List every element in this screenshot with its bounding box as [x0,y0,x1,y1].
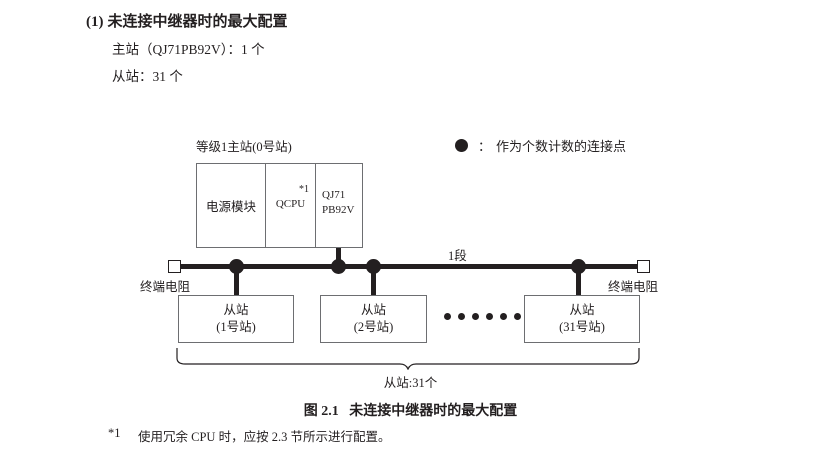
master-station-label: 等级1主站(0号站) [196,140,292,154]
ellipsis-dot [444,313,451,320]
terminator-left-icon [168,260,181,273]
legend-colon: ： [478,139,492,154]
qcpu-module: QCPU *1 [266,164,316,247]
profibus-trunk-line [176,264,638,269]
terminator-left-label: 终端电阻 [140,280,191,294]
drop-line-slave2 [371,266,376,296]
connection-node-master [331,259,346,274]
qcpu-module-label: QCPU [275,198,306,210]
ellipsis-dot [514,313,521,320]
slave-station-box: 从站 (2号站) [320,295,427,343]
qj71pb92v-module: QJ71 PB92V [316,164,362,247]
master-drop-line [336,248,341,267]
ellipsis-dot [486,313,493,320]
ellipsis-dot [500,313,507,320]
qcpu-footnote-marker: *1 [299,184,309,195]
power-supply-module: 电源模块 [197,164,266,247]
slave-ellipsis-icon [444,313,521,320]
drop-line-slave31 [576,266,581,296]
qj71pb92v-label-line1: QJ71 [322,189,346,201]
terminator-right-icon [637,260,650,273]
ellipsis-dot [472,313,479,320]
slave-station-name: 从站 [569,303,595,317]
footnote-text: 使用冗余 CPU 时，应按 2.3 节所示进行配置。 [138,430,391,444]
figure-caption-title: 未连接中继器时的最大配置 [349,404,518,419]
heading-detail-slave: 从站：31 个 [112,69,183,84]
heading-detail-master: 主站（QJ71PB92V）：1 个 [112,42,265,57]
segment-count-label: 1段 [448,249,467,263]
slave-station-box: 从站 (31号站) [524,295,640,343]
master-module-assembly: 电源模块 QCPU *1 QJ71 PB92V [196,163,363,248]
filled-circle-icon [455,139,468,152]
heading-number: (1) [86,14,104,30]
figure-caption: 图 2.1 未连接中继器时的最大配置 [0,400,821,420]
power-supply-module-label: 电源模块 [205,200,256,214]
slave-count-label: 从站:31个 [383,376,438,390]
footnote-marker: *1 [108,426,121,440]
slave-station-name: 从站 [360,303,386,317]
slave-count-brace [176,348,640,370]
drop-line-slave1 [234,266,239,296]
legend-label: 作为个数计数的连接点 [496,139,627,154]
heading-block: (1) 未连接中继器时的最大配置 主站（QJ71PB92V）：1 个 从站：31… [86,10,686,85]
heading-title: 未连接中继器时的最大配置 [107,14,288,30]
heading-title-row: (1) 未连接中继器时的最大配置 [86,10,686,31]
ellipsis-dot [458,313,465,320]
slave-station-number: (31号站) [559,320,605,334]
slave-station-name: 从站 [223,303,249,317]
figure-caption-number: 图 2.1 [303,404,339,419]
slave-station-number: (2号站) [353,320,394,334]
legend: ： 作为个数计数的连接点 [455,136,626,155]
qj71pb92v-label-line2: PB92V [322,204,355,216]
terminator-right-label: 终端电阻 [608,280,659,294]
qj71pb92v-module-label: QJ71 PB92V [322,188,362,218]
slave-station-number: (1号站) [216,320,256,334]
slave-station-box: 从站 (1号站) [178,295,294,343]
footnote: *1 使用冗余 CPU 时，应按 2.3 节所示进行配置。 [108,426,390,445]
